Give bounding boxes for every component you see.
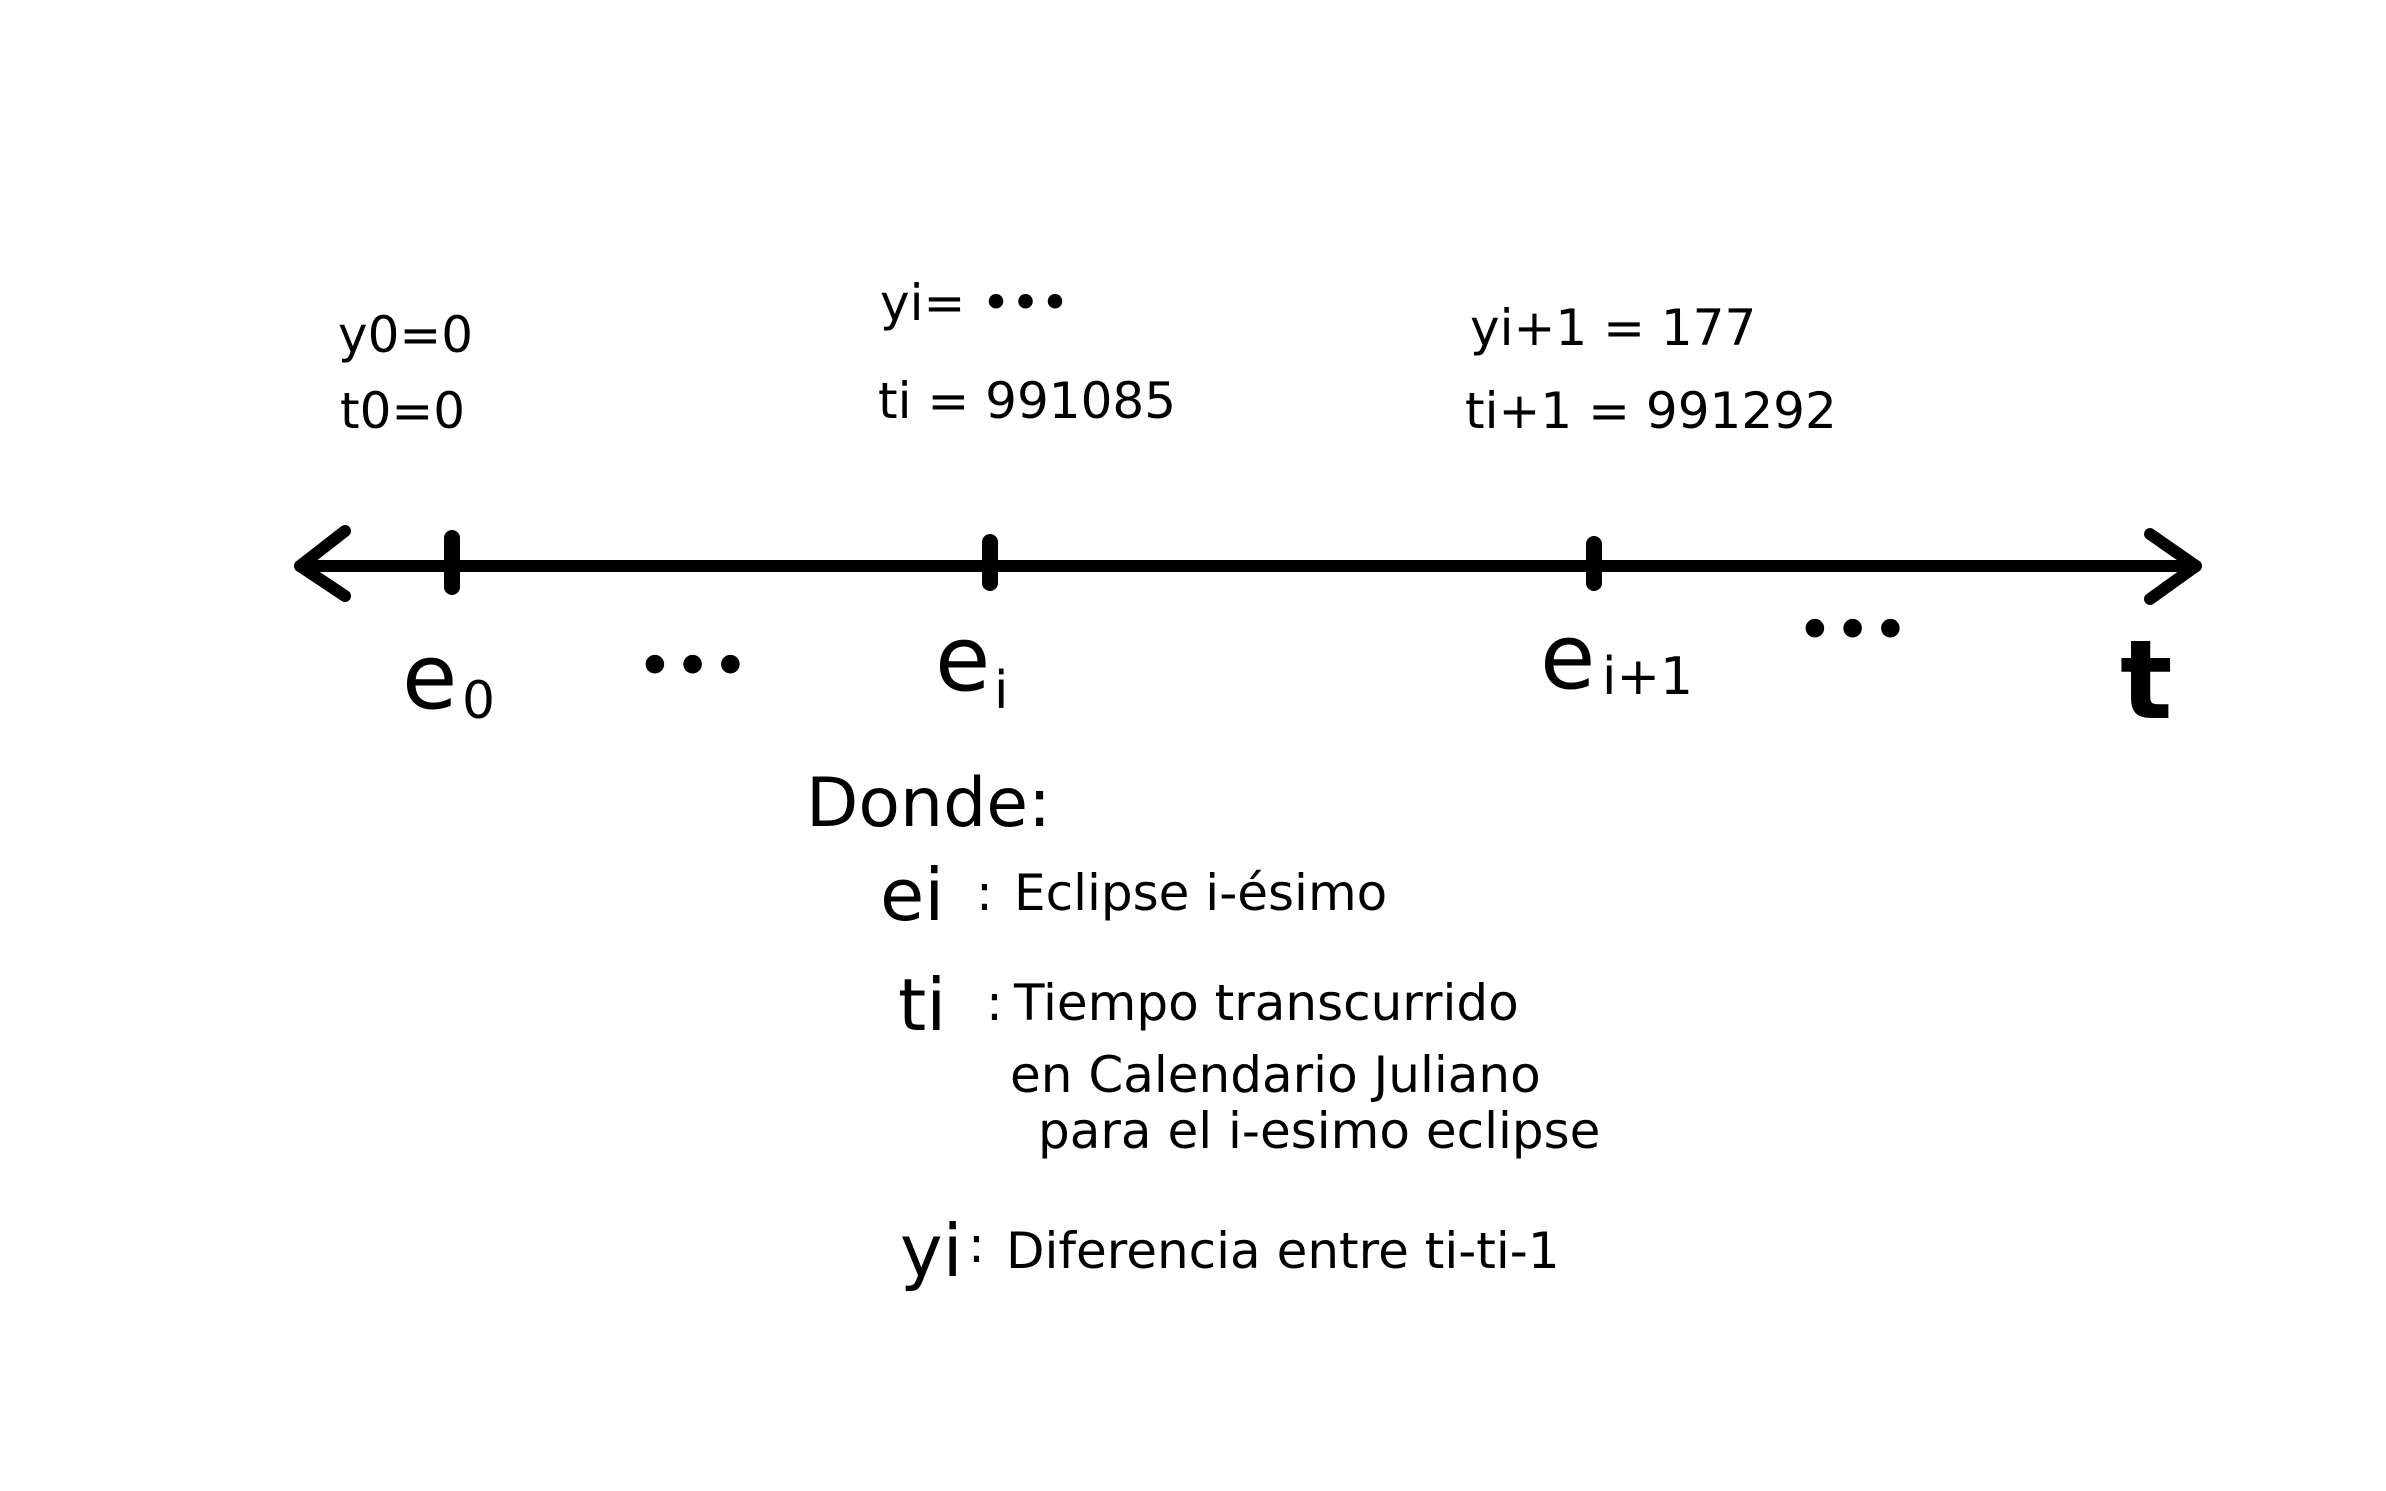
legend-ti-symbol: ti xyxy=(898,963,946,1047)
event-ei-name: e i xyxy=(935,607,1008,721)
timeline-axis xyxy=(294,525,2202,605)
e0-t-label: t0=0 xyxy=(340,382,465,440)
legend-ti-line-3: para el i-esimo eclipse xyxy=(1038,1102,1600,1160)
e0-y-label: y0=0 xyxy=(338,306,473,364)
legend-heading: Donde: xyxy=(806,764,1051,843)
tick-marks xyxy=(444,530,1602,595)
axis-label: t xyxy=(2120,616,2173,744)
left-arrowhead xyxy=(294,525,351,602)
ei1-y-label: yi+1 = 177 xyxy=(1470,299,1756,357)
legend-yi-symbol: yi xyxy=(900,1209,963,1293)
ei-y-label: yi= ••• xyxy=(880,274,1070,332)
legend-yi-text: Diferencia entre ti-ti-1 xyxy=(1006,1222,1560,1280)
legend-item-yi: yi : Diferencia entre ti-ti-1 xyxy=(900,1209,1560,1293)
event-ei1-labels: yi+1 = 177 ti+1 = 991292 xyxy=(1465,299,1837,440)
e0-symbol: e xyxy=(402,625,457,730)
ellipsis-right: ••• xyxy=(1796,594,1909,668)
legend-item-ti: ti : Tiempo transcurrido en Calendario J… xyxy=(898,963,1600,1160)
ei-subscript: i xyxy=(994,661,1008,721)
ellipsis-left: ••• xyxy=(636,630,749,704)
e0-subscript: 0 xyxy=(462,671,495,731)
right-arrowhead xyxy=(2144,528,2202,605)
ei1-subscript: i+1 xyxy=(1602,647,1693,707)
legend-ei-symbol: ei xyxy=(880,853,944,937)
legend-colon-1: : xyxy=(976,864,993,922)
ei-symbol: e xyxy=(935,607,990,712)
event-e0-labels: y0=0 t0=0 xyxy=(338,306,473,440)
event-e0-name: e 0 xyxy=(402,625,495,731)
legend-colon-2: : xyxy=(986,974,1003,1032)
legend-ei-text: Eclipse i-ésimo xyxy=(1014,864,1387,922)
legend-ti-line-2: en Calendario Juliano xyxy=(1010,1046,1541,1104)
ei1-symbol: e xyxy=(1540,605,1595,710)
event-ei1-name: e i+1 xyxy=(1540,605,1693,710)
legend-item-ei: ei : Eclipse i-ésimo xyxy=(880,853,1387,937)
ei-t-label: ti = 991085 xyxy=(878,372,1176,430)
ei1-t-label: ti+1 = 991292 xyxy=(1465,382,1837,440)
legend: Donde: ei : Eclipse i-ésimo ti : Tiempo … xyxy=(806,764,1600,1293)
legend-ti-line-1: Tiempo transcurrido xyxy=(1013,974,1519,1032)
event-ei-labels: yi= ••• ti = 991085 xyxy=(878,274,1176,430)
legend-colon-3: : xyxy=(968,1216,985,1274)
